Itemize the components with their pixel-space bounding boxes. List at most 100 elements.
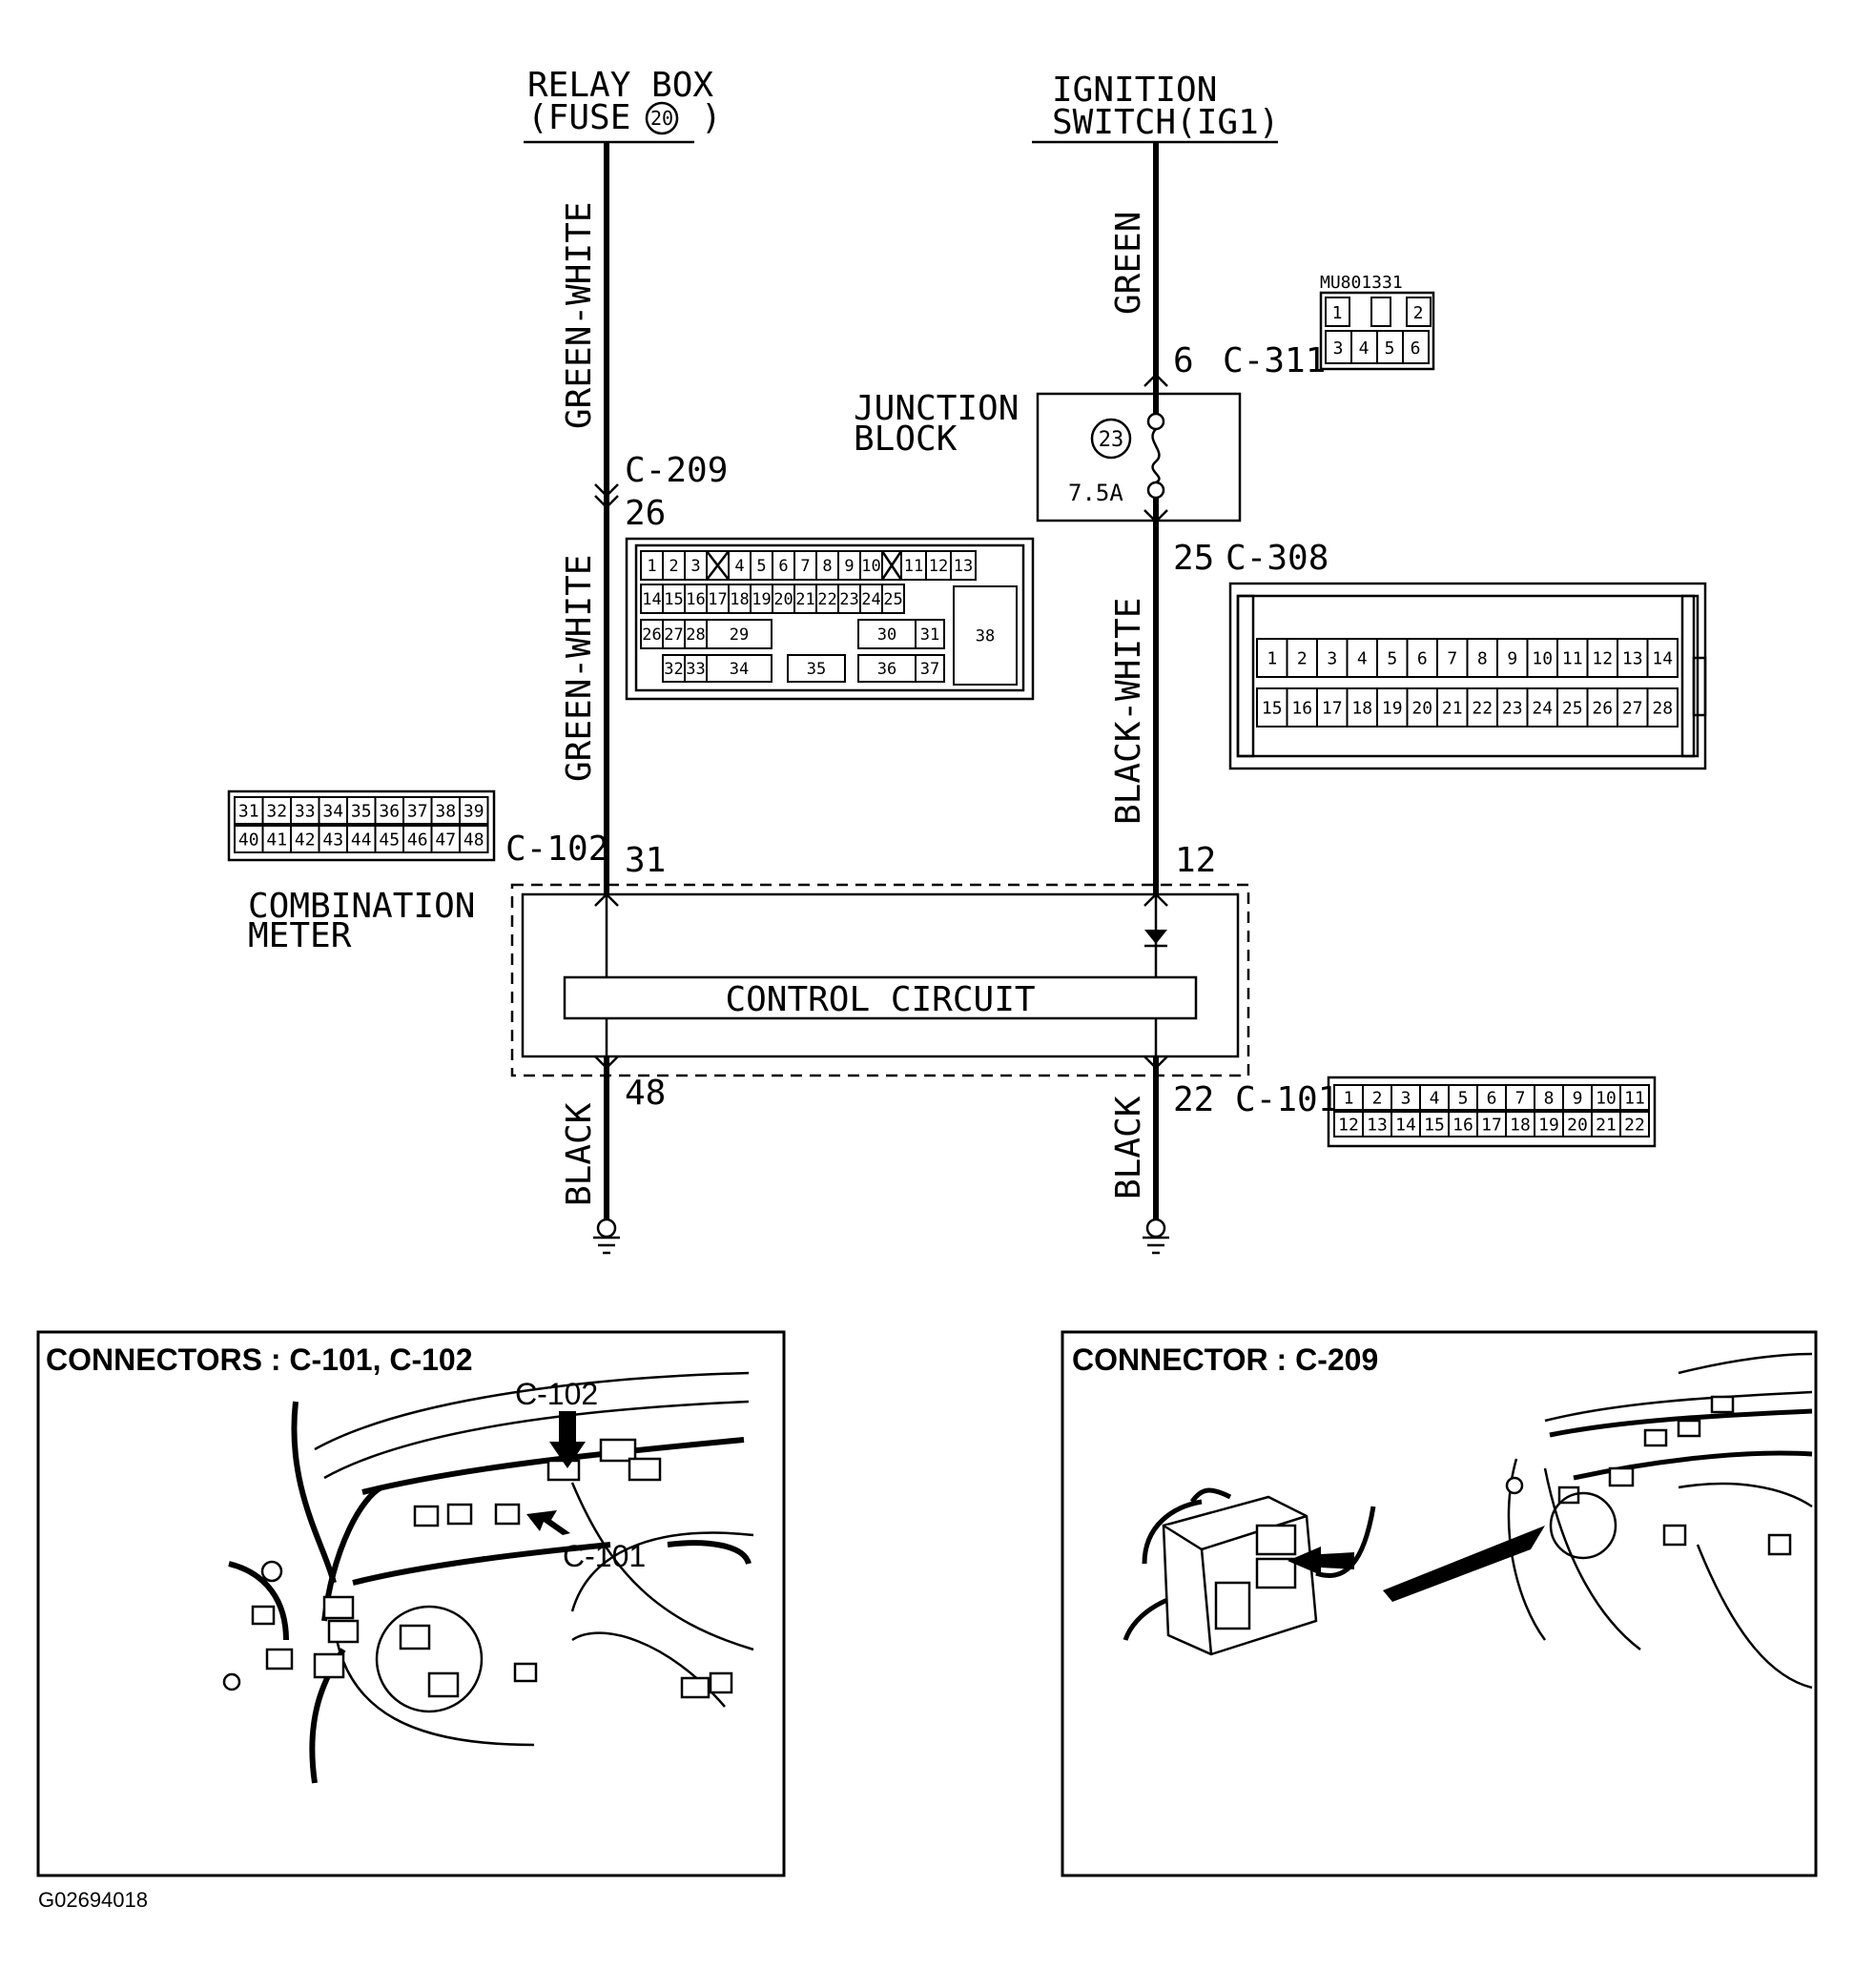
- c101-pin-number: 21: [1596, 1115, 1617, 1135]
- c308-pin-number: 8: [1477, 648, 1488, 668]
- c308-cell: [1466, 687, 1498, 728]
- meter-box: [521, 892, 1240, 1058]
- c101-cell: [1419, 1111, 1450, 1137]
- c101-pin-number: 18: [1510, 1115, 1531, 1135]
- connector-blocks-right: [1557, 1395, 1792, 1556]
- right-wire-color-bottom: BLACK: [1109, 1096, 1148, 1199]
- c209-pin-number: 31: [920, 625, 939, 645]
- c102-pin-number: 35: [351, 801, 372, 821]
- c101-pin-number: 8: [1544, 1088, 1555, 1108]
- c308-cell: [1286, 638, 1318, 678]
- c209-pin-number: 4: [734, 557, 744, 576]
- c101-arrow-icon: [526, 1510, 570, 1535]
- c101-cell: [1562, 1084, 1593, 1111]
- zoom-wedge-icon: [1383, 1526, 1545, 1602]
- pin-48-connector-mark: [594, 1055, 619, 1070]
- c209-pin-number: 19: [752, 590, 771, 609]
- grommet-icon-right: [1505, 1476, 1524, 1495]
- c102-pin-number: 34: [322, 801, 343, 821]
- c102-cell: [290, 796, 320, 825]
- left-wire-color-top: GREEN-WHITE: [560, 202, 599, 429]
- c101-pin-number: 7: [1515, 1088, 1526, 1108]
- c308-cell: [1556, 638, 1589, 678]
- c308-cell: [1346, 638, 1378, 678]
- c102-cell: [430, 796, 461, 825]
- c308-pin-number: 26: [1592, 698, 1613, 718]
- c101-pin-number: 2: [1372, 1088, 1383, 1108]
- c308-cell: [1586, 638, 1618, 678]
- relay-box-label: RELAY BOX: [527, 66, 713, 105]
- meter-pin-48-label: 48: [625, 1074, 666, 1113]
- fuse-terminal-top: [1146, 412, 1165, 431]
- connector-location-panel-left: CONNECTORS : C-101, C-102: [36, 1330, 786, 1877]
- c101-pin-number: 1: [1344, 1088, 1354, 1108]
- c101-label: C-101: [1235, 1080, 1338, 1119]
- c209-cell: [953, 585, 1018, 686]
- svg-text:5: 5: [1385, 338, 1395, 359]
- c101-cell: [1333, 1084, 1364, 1111]
- c308-pin-number: 25: [1562, 698, 1583, 718]
- ignition-switch-source: IGNITION SWITCH(IG1): [1032, 71, 1279, 144]
- c308-cell: [1286, 687, 1318, 728]
- fuse-terminal-bottom: [1146, 481, 1165, 500]
- c209-pin-number: 17: [708, 590, 727, 609]
- c101-pin-number: 13: [1367, 1115, 1388, 1135]
- c102-pin-number: 45: [379, 830, 400, 850]
- c102-pin-number: 37: [407, 801, 428, 821]
- grommet-icon: [260, 1560, 283, 1583]
- c101-pin-number: 15: [1424, 1115, 1445, 1135]
- c209-pin-number: 26: [642, 625, 661, 645]
- c101-cell: [1591, 1111, 1621, 1137]
- c209-pin-number: 8: [822, 557, 832, 576]
- c209-cell: [915, 654, 945, 683]
- relay-box-source: RELAY BOX (FUSE ) 20: [524, 66, 722, 144]
- c308-pin-number: 11: [1562, 648, 1583, 668]
- left-panel-title: CONNECTORS : C-101, C-102: [46, 1342, 473, 1377]
- c102-pin-number: 33: [295, 801, 316, 821]
- c209-pin-number: 20: [773, 590, 793, 609]
- left-wire-color-mid: GREEN-WHITE: [560, 555, 599, 782]
- c209-pin-number: 15: [664, 590, 683, 609]
- c209-pin-number: 28: [686, 625, 705, 645]
- c308-pin-number: 7: [1447, 648, 1457, 668]
- c102-label: C-102: [505, 830, 608, 869]
- c209-pin-number: 2: [669, 557, 678, 576]
- c308-pin-number: 24: [1532, 698, 1553, 718]
- c308-cell: [1436, 638, 1469, 678]
- c209-pin-number: 16: [686, 590, 705, 609]
- c209-cell: [925, 550, 952, 581]
- c308-cell: [1526, 687, 1558, 728]
- combination-meter: COMBINATION METER CONTROL CIRCUIT: [248, 883, 1250, 1077]
- c101-cell: [1390, 1111, 1421, 1137]
- c209-pin-number: 35: [807, 660, 826, 679]
- c209-pin-number: 13: [954, 557, 973, 576]
- c209-pin-number: 27: [664, 625, 683, 645]
- c209-pin-number: 3: [690, 557, 700, 576]
- c101-pin-number: 16: [1452, 1115, 1473, 1135]
- c102-pin-number: 39: [464, 801, 484, 821]
- meter-pin-12-label: 12: [1175, 841, 1216, 880]
- connector-location-panel-right: CONNECTOR : C-209: [1061, 1330, 1818, 1877]
- c102-pin-number: 42: [295, 830, 316, 850]
- c209-pin-number: 34: [730, 660, 749, 679]
- meter-housing-right: [1549, 1491, 1617, 1560]
- c102-cell: [346, 825, 377, 853]
- c209-cell: [881, 584, 905, 614]
- c308-cell: [1376, 687, 1409, 728]
- c101-cell: [1505, 1084, 1535, 1111]
- c209-pin-number: 1: [647, 557, 656, 576]
- c101-pin-number: 5: [1458, 1088, 1469, 1108]
- left-ground-icon: [593, 1218, 620, 1255]
- c308-pin-number: 27: [1622, 698, 1643, 718]
- c209-pin-number: 22: [817, 590, 836, 609]
- c102-cell: [346, 796, 377, 825]
- c209-pin-number: 9: [844, 557, 854, 576]
- c102-pin-number: 47: [435, 830, 456, 850]
- c101-callout: C-101: [563, 1539, 646, 1573]
- c102-arrow-icon: [549, 1411, 586, 1468]
- c101-pin-number: 20: [1567, 1115, 1588, 1135]
- c209-pin-number: 29: [730, 625, 749, 645]
